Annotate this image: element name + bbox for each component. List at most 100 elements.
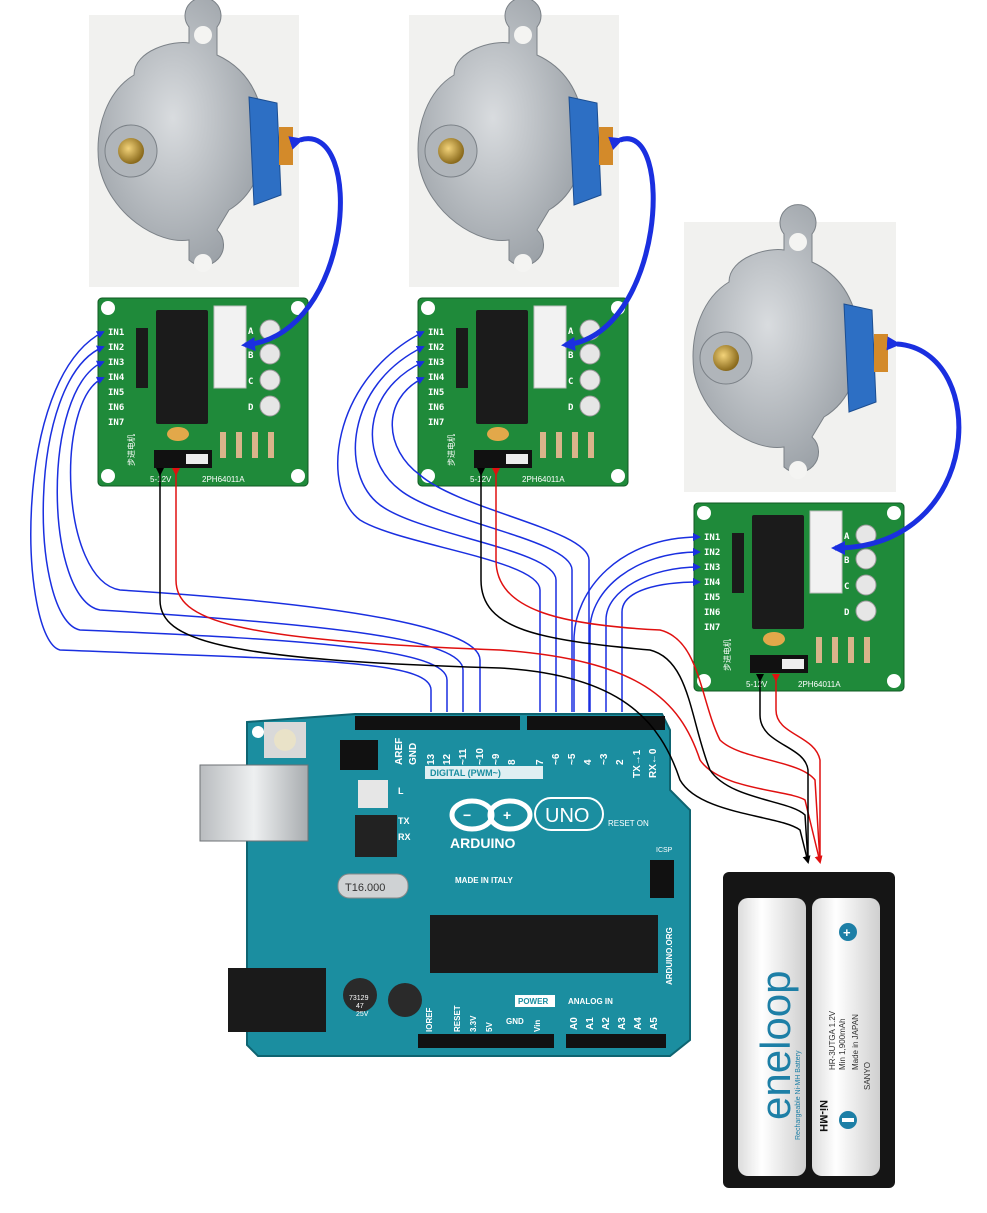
driver-board-2: A B C D IN1 IN2 IN3 IN4 IN5 IN6 IN7 步进电机… bbox=[417, 297, 629, 487]
analog-label: ANALOG IN bbox=[568, 997, 613, 1006]
motor-connector bbox=[809, 510, 843, 594]
usb-chip bbox=[355, 815, 397, 857]
board-model: 2PH64011A bbox=[202, 475, 245, 484]
dc-jack bbox=[228, 968, 326, 1032]
input-header bbox=[456, 328, 468, 388]
svg-text:−: − bbox=[463, 807, 471, 823]
cap-text-1: 73129 bbox=[349, 995, 369, 1002]
pin-a2: A2 bbox=[601, 1017, 612, 1030]
phase-label-b: B bbox=[568, 351, 574, 361]
uln2003-chip bbox=[476, 310, 528, 424]
pin-gnd-a: GND bbox=[506, 1017, 524, 1026]
label-in2: IN2 bbox=[704, 548, 720, 558]
board-voltage-label: 5-12V bbox=[150, 475, 172, 484]
motor-connector bbox=[213, 305, 247, 389]
battery-brand: eneloop bbox=[752, 971, 799, 1120]
battery-subtitle: Rechargeable Ni-MH Battery bbox=[795, 1050, 802, 1140]
label-in6: IN6 bbox=[108, 403, 124, 413]
battery-made-in: Made in JAPAN bbox=[851, 1014, 860, 1070]
board-chinese-label: 步进电机 bbox=[126, 434, 136, 466]
pin-reset: RESET bbox=[453, 1005, 462, 1032]
battery-sanyo: SANYO bbox=[863, 1062, 872, 1090]
label-in4: IN4 bbox=[108, 373, 125, 383]
battery-cell-2 bbox=[812, 898, 880, 1176]
stepper-motor-3 bbox=[684, 204, 896, 492]
icsp-header-top bbox=[340, 740, 378, 770]
uno-text: UNO bbox=[545, 805, 589, 827]
power-label: POWER bbox=[518, 997, 548, 1006]
motor-1-cable bbox=[241, 136, 343, 352]
pin-a5: A5 bbox=[649, 1017, 660, 1030]
pin-gnd: GND bbox=[408, 743, 419, 765]
pin-11: ~11 bbox=[458, 748, 469, 765]
digital-header-high bbox=[355, 716, 520, 730]
pin-3v3: 3.3V bbox=[469, 1015, 478, 1032]
phase-label-d: D bbox=[844, 608, 850, 618]
pin-4: 4 bbox=[583, 759, 594, 765]
pin-9: ~9 bbox=[491, 753, 502, 765]
label-in4: IN4 bbox=[428, 373, 445, 383]
phase-label-b: B bbox=[248, 351, 254, 361]
motor-2-cable bbox=[561, 136, 656, 351]
power-header bbox=[418, 1034, 554, 1048]
website-label: ARDUINO.ORG bbox=[665, 927, 674, 985]
capacitor bbox=[487, 427, 509, 441]
pin-12: 12 bbox=[442, 753, 453, 765]
label-in1: IN1 bbox=[704, 533, 720, 543]
analog-pin-labels: A0 A1 A2 A3 A4 A5 bbox=[569, 1017, 660, 1030]
capacitors bbox=[343, 978, 422, 1017]
label-in6: IN6 bbox=[704, 608, 720, 618]
input-header bbox=[732, 533, 744, 593]
atmega-chip bbox=[430, 915, 658, 973]
label-in1: IN1 bbox=[108, 328, 124, 338]
motor-connector bbox=[533, 305, 567, 389]
icsp-header bbox=[650, 860, 674, 898]
uln2003-chip bbox=[156, 310, 208, 424]
phase-label-b: B bbox=[844, 556, 850, 566]
label-in3: IN3 bbox=[704, 563, 720, 573]
pin-a0: A0 bbox=[569, 1017, 580, 1030]
pin-3: ~3 bbox=[599, 753, 610, 765]
label-in7: IN7 bbox=[704, 623, 720, 633]
label-in5: IN5 bbox=[704, 593, 720, 603]
pin-a1: A1 bbox=[585, 1017, 596, 1030]
rx-label: RX bbox=[398, 832, 411, 842]
pin-5: ~5 bbox=[567, 753, 578, 765]
pin-a4: A4 bbox=[633, 1017, 644, 1030]
pin-2: 2 bbox=[615, 759, 626, 765]
resistors bbox=[540, 432, 594, 458]
svg-text:+: + bbox=[503, 807, 511, 823]
cap-text-2: 47 bbox=[356, 1003, 364, 1010]
reset-on-label: RESET ON bbox=[608, 819, 649, 828]
battery-model: HR-3UTGA 1.2V bbox=[828, 1010, 837, 1070]
arduino-uno-board: AREF GND 13 12 ~11 ~10 ~9 8 7 ~6 ~5 4 ~3… bbox=[199, 713, 691, 1057]
made-in-label: MADE IN ITALY bbox=[455, 876, 513, 885]
label-in7: IN7 bbox=[428, 418, 444, 428]
label-in3: IN3 bbox=[428, 358, 444, 368]
phase-label-c: C bbox=[568, 377, 573, 387]
pin-aref: AREF bbox=[394, 738, 405, 765]
digital-label: DIGITAL (PWM~) bbox=[430, 768, 501, 778]
phase-label-c: C bbox=[248, 377, 253, 387]
ground-wires bbox=[156, 468, 811, 864]
power-pin-labels: IOREF RESET 3.3V 5V GND Vin bbox=[425, 1005, 542, 1032]
pin-a3: A3 bbox=[617, 1017, 628, 1030]
icsp-label: ICSP bbox=[656, 847, 673, 854]
battery-capacity: Min 1,900mAh bbox=[838, 1018, 847, 1070]
phase-label-a: A bbox=[568, 327, 574, 337]
battery-cell-1 bbox=[738, 898, 806, 1176]
analog-header bbox=[566, 1034, 666, 1048]
jumper bbox=[186, 454, 208, 464]
label-in5: IN5 bbox=[108, 388, 124, 398]
battery-nimh: Ni-MH bbox=[817, 1100, 829, 1132]
board-model: 2PH64011A bbox=[522, 475, 565, 484]
board-model: 2PH64011A bbox=[798, 680, 841, 689]
label-in4: IN4 bbox=[704, 578, 721, 588]
phase-label-d: D bbox=[248, 403, 254, 413]
stepper-motor-2 bbox=[409, 0, 619, 287]
resistors bbox=[220, 432, 274, 458]
label-in3: IN3 bbox=[108, 358, 124, 368]
label-in7: IN7 bbox=[108, 418, 124, 428]
pin-tx1: TX→1 bbox=[632, 749, 643, 778]
